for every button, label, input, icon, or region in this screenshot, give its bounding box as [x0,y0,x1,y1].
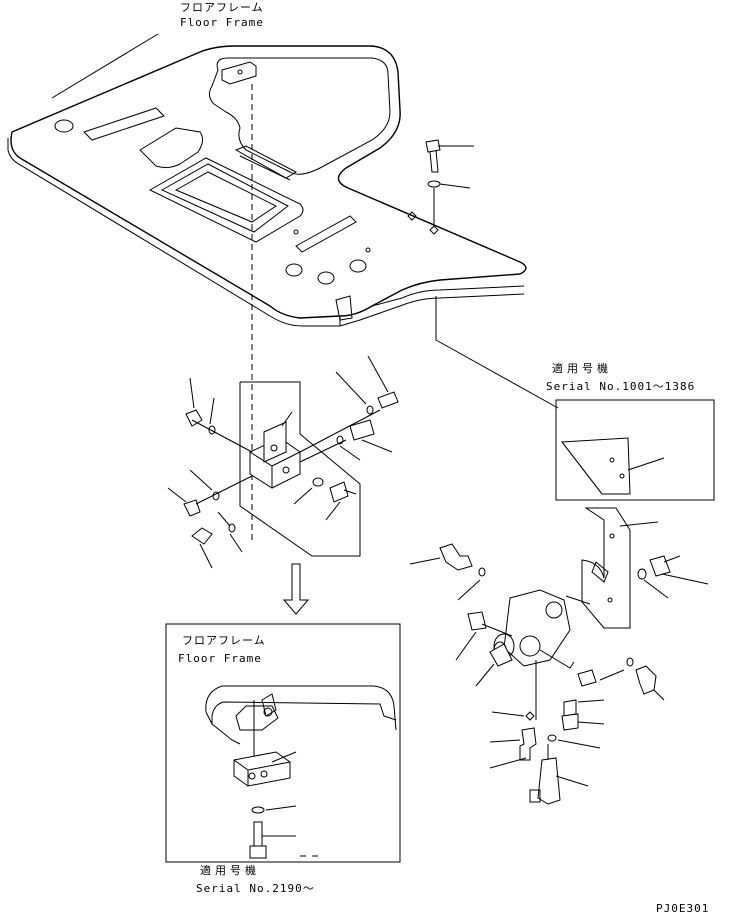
serial-jp-label-1: 適用号機 [552,362,612,375]
floor-frame-en-label: Floor Frame [180,16,264,29]
inset-box [165,623,401,863]
serial-jp-label-2: 適用号機 [200,864,260,877]
valve-assembly [409,507,709,805]
serial-number-label-1: Serial No.1001～1386 [546,380,696,393]
floor-frame-jp-label: フロアフレーム [180,1,264,14]
floor-frame-illustration [7,33,527,327]
down-arrow [282,563,310,615]
serial-box-1 [555,399,715,501]
bolt-top-right [407,139,474,235]
inset-floor-frame-jp-label: フロアフレーム [182,634,266,647]
inset-floor-frame-en-label: Floor Frame [178,652,262,665]
block-assembly [167,355,399,569]
serial-number-label-2: Serial No.2190～ [196,882,315,895]
drawing-code: PJ0E301 [656,902,710,915]
